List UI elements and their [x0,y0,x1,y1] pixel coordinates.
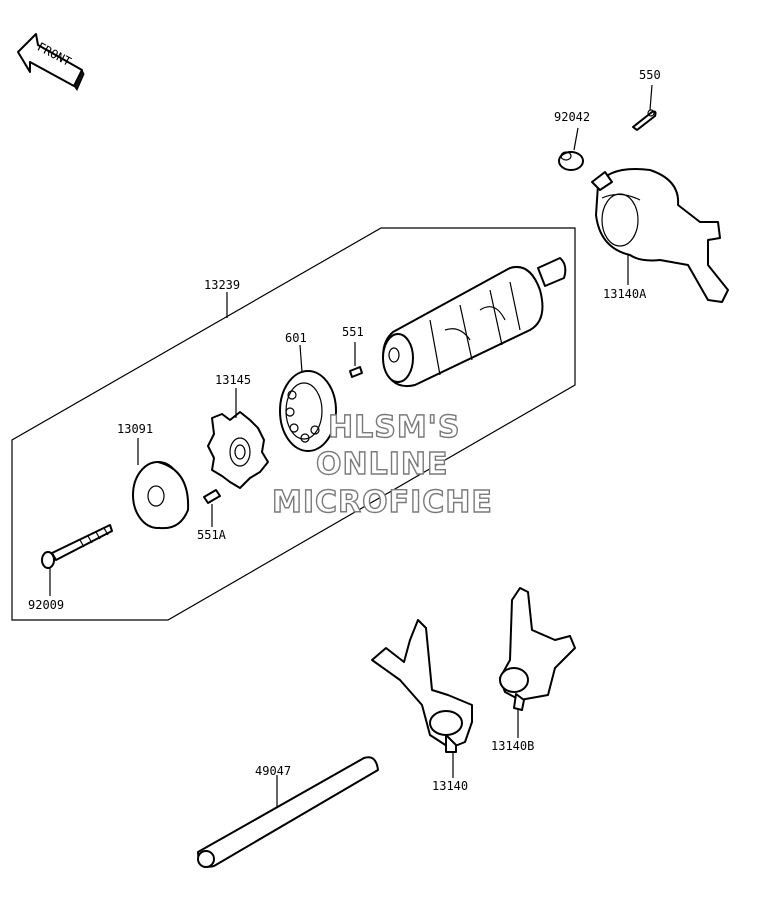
screw-92009 [41,524,113,569]
callout-550: 550 [639,68,661,82]
watermark-line-2: ONLINE [316,447,449,482]
holder-13091 [132,461,190,530]
callout-601: 601 [285,331,307,345]
callout-13145: 13145 [215,373,251,387]
callout-labels: 550 92042 13140A 13239 601 551 13145 130… [28,68,661,793]
cotter-pin-550 [632,109,657,131]
collar-92042 [558,151,584,171]
callout-13140: 13140 [432,779,468,793]
callout-551: 551 [342,325,364,339]
watermark-line-3: MICROFICHE [272,485,493,520]
callout-13239: 13239 [204,278,240,292]
watermark-line-1: HLSM'S [328,410,460,445]
pin-551A [203,489,221,504]
callout-92009: 92009 [28,598,64,612]
callout-92042: 92042 [554,110,590,124]
shift-fork-13140B [499,587,576,711]
callout-13091: 13091 [117,422,153,436]
callout-13140A: 13140A [603,287,647,301]
shift-fork-13140 [371,619,473,753]
front-arrow-icon: FRONT [17,33,85,91]
callout-551A: 551A [197,528,227,542]
callout-13140B: 13140B [491,739,534,753]
shift-fork-13140A [591,168,729,303]
star-plate-13145 [207,411,269,489]
shift-drum [382,257,567,388]
shaft-49047 [197,756,379,868]
assembly-outline [11,227,576,621]
leader-lines [49,84,653,808]
callout-49047: 49047 [255,764,291,778]
watermark: HLSM'S ONLINE MICROFICHE [271,409,493,520]
bearing-601 [279,370,337,452]
pin-551 [349,366,363,378]
